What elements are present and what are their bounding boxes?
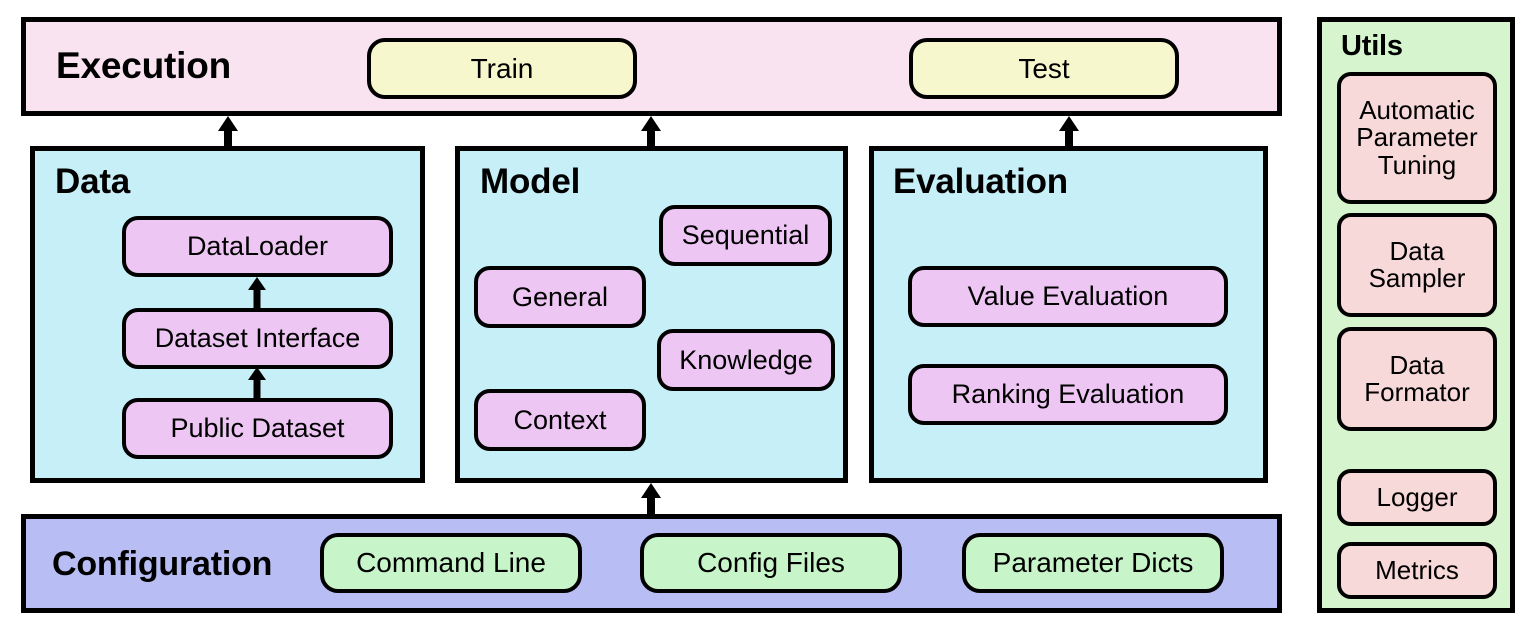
chip-knowledge[interactable]: Knowledge [657,329,835,391]
arrow-head-up-icon [218,116,238,131]
chip-line: Formator [1364,377,1470,407]
chip-metrics[interactable]: Metrics [1337,542,1497,599]
chip-sequential[interactable]: Sequential [659,205,832,266]
chip-general[interactable]: General [474,266,646,328]
utils-panel-title: Utils [1341,30,1403,62]
chip-dataset-interface[interactable]: Dataset Interface [122,308,393,369]
chip-command-line[interactable]: Command Line [320,533,582,593]
arrow-evaluation-to-execution [1057,116,1081,146]
arrow-shaft [224,128,232,146]
arrow-head-up-icon [1059,116,1079,131]
chip-test[interactable]: Test [909,38,1179,99]
chip-context[interactable]: Context [474,389,646,451]
model-panel-title: Model [480,162,581,201]
chip-line: Parameter [1356,122,1478,153]
chip-value-evaluation[interactable]: Value Evaluation [908,266,1228,327]
chip-train[interactable]: Train [367,38,637,99]
chip-line: Tuning [1377,149,1457,180]
arrow-shaft [1065,128,1073,146]
chip-line: Sampler [1368,263,1466,293]
chip-line: Data [1389,235,1445,266]
configuration-band-title: Configuration [52,545,273,583]
chip-automatic-parameter-tuning[interactable]: Automatic Parameter Tuning [1337,72,1497,204]
chip-public-dataset[interactable]: Public Dataset [122,398,393,459]
chip-config-files[interactable]: Config Files [640,533,902,593]
chip-logger[interactable]: Logger [1337,469,1497,526]
chip-line: Data [1389,349,1445,380]
arrow-shaft [647,495,655,514]
arrow-shaft [647,128,655,146]
arrow-head-up-icon [641,483,661,498]
chip-data-formator[interactable]: Data Formator [1337,327,1497,431]
arrow-configuration-to-model [639,483,663,514]
data-panel-title: Data [55,162,131,201]
chip-dataloader[interactable]: DataLoader [122,216,393,277]
evaluation-panel-title: Evaluation [893,162,1068,201]
chip-ranking-evaluation[interactable]: Ranking Evaluation [908,364,1228,425]
chip-line: Metrics [1375,554,1459,585]
chip-line: Logger [1376,481,1458,512]
execution-band-title: Execution [56,45,232,86]
arrow-data-to-execution [216,116,240,146]
chip-parameter-dicts[interactable]: Parameter Dicts [962,533,1224,593]
chip-data-sampler[interactable]: Data Sampler [1337,213,1497,317]
arrow-head-up-icon [641,116,661,131]
chip-line: Automatic [1359,95,1475,126]
arrow-model-to-execution [639,116,663,146]
